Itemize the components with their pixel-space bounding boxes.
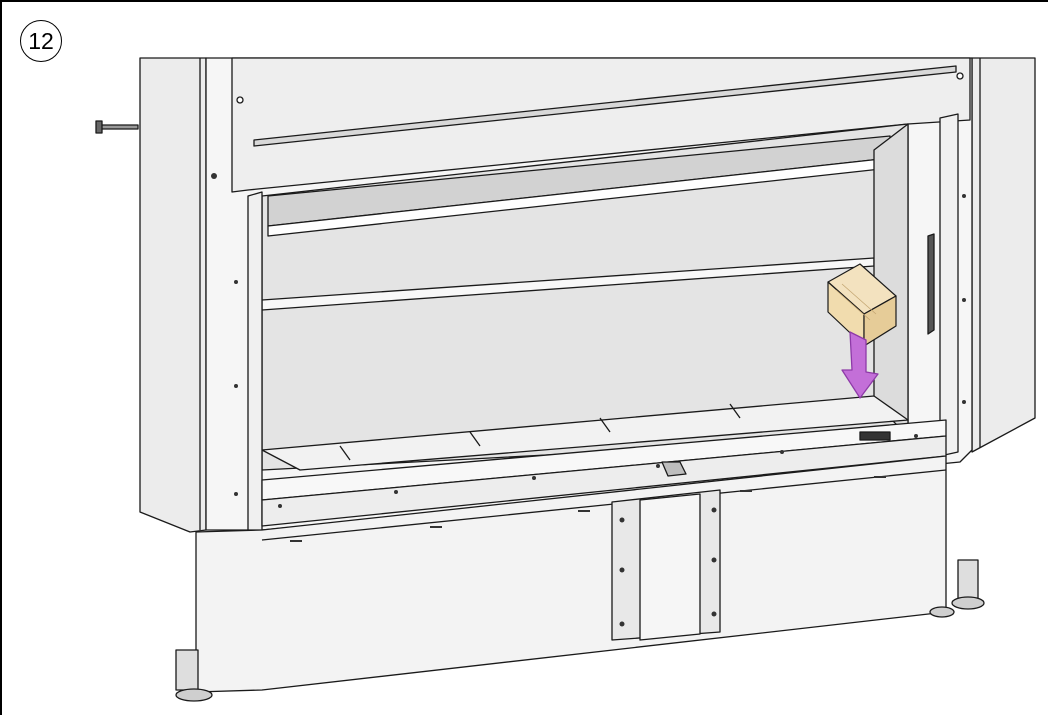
floor-plates — [261, 395, 909, 471]
panel-left-border — [0, 0, 2, 715]
pedestal-fold-line — [261, 469, 947, 541]
step-number-badge: 12 — [20, 20, 62, 62]
wood-block-icon — [827, 263, 897, 347]
right-side-panel — [971, 57, 1036, 453]
step-number: 12 — [28, 27, 54, 54]
bolt-icon — [95, 120, 139, 134]
frame-screws — [211, 173, 966, 627]
screw-hood-left — [236, 96, 244, 104]
right-inner-wall — [873, 123, 909, 437]
left-side-panel — [139, 57, 207, 533]
air-slider-tab — [859, 431, 891, 441]
panel-top-border — [0, 0, 1048, 2]
right-hinge-rail — [939, 113, 959, 457]
left-hinge-rail — [247, 191, 263, 531]
down-arrow-icon — [841, 331, 879, 399]
leveling-foot-left — [175, 649, 213, 702]
screw-hood-right — [956, 72, 964, 80]
air-slider — [661, 461, 687, 477]
hood-slot — [253, 65, 957, 147]
leveling-foot-right — [951, 559, 985, 610]
